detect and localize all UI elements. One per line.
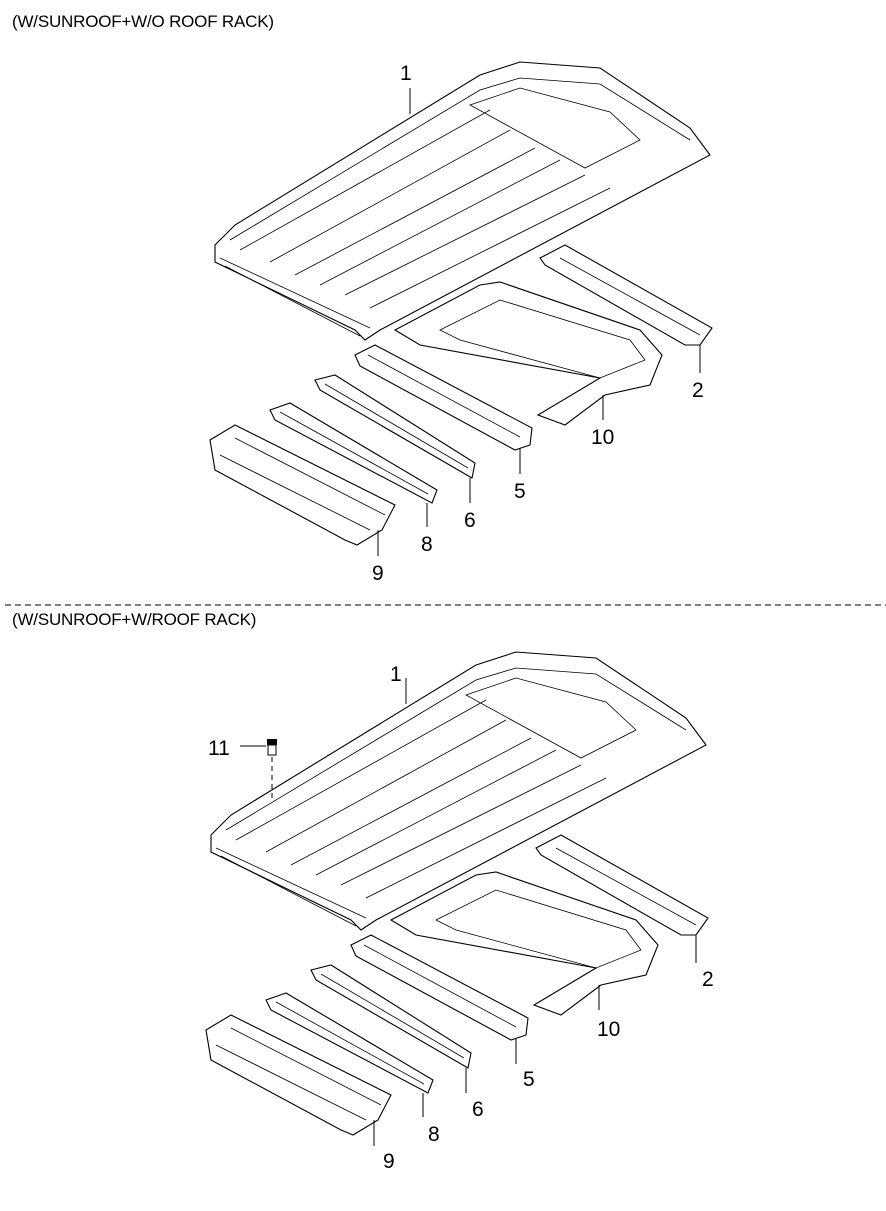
callout-2: 2 [692, 379, 704, 402]
callout-2: 2 [702, 968, 714, 991]
callout-6: 6 [472, 1098, 484, 1121]
assembly-without-roof-rack: 1 2 10 5 6 8 9 [209, 61, 713, 585]
assembly-with-roof-rack: 1 2 10 5 6 8 9 11 [205, 651, 714, 1173]
callout-10: 10 [597, 1018, 620, 1041]
callout-10: 10 [591, 426, 614, 449]
callout-6: 6 [464, 509, 476, 532]
callout-11: 11 [208, 737, 230, 760]
clip-icon [267, 739, 277, 756]
callout-1: 1 [400, 62, 412, 85]
callout-5: 5 [523, 1068, 535, 1091]
callout-8: 8 [428, 1123, 440, 1146]
callout-5: 5 [514, 480, 526, 503]
section-title-without-roof-rack: (W/SUNROOF+W/O ROOF RACK) [12, 12, 274, 31]
callout-8: 8 [421, 533, 433, 556]
callout-1: 1 [390, 663, 402, 686]
callout-9: 9 [372, 562, 384, 585]
section-title-with-roof-rack: (W/SUNROOF+W/ROOF RACK) [12, 610, 257, 629]
callout-9: 9 [383, 1150, 395, 1173]
